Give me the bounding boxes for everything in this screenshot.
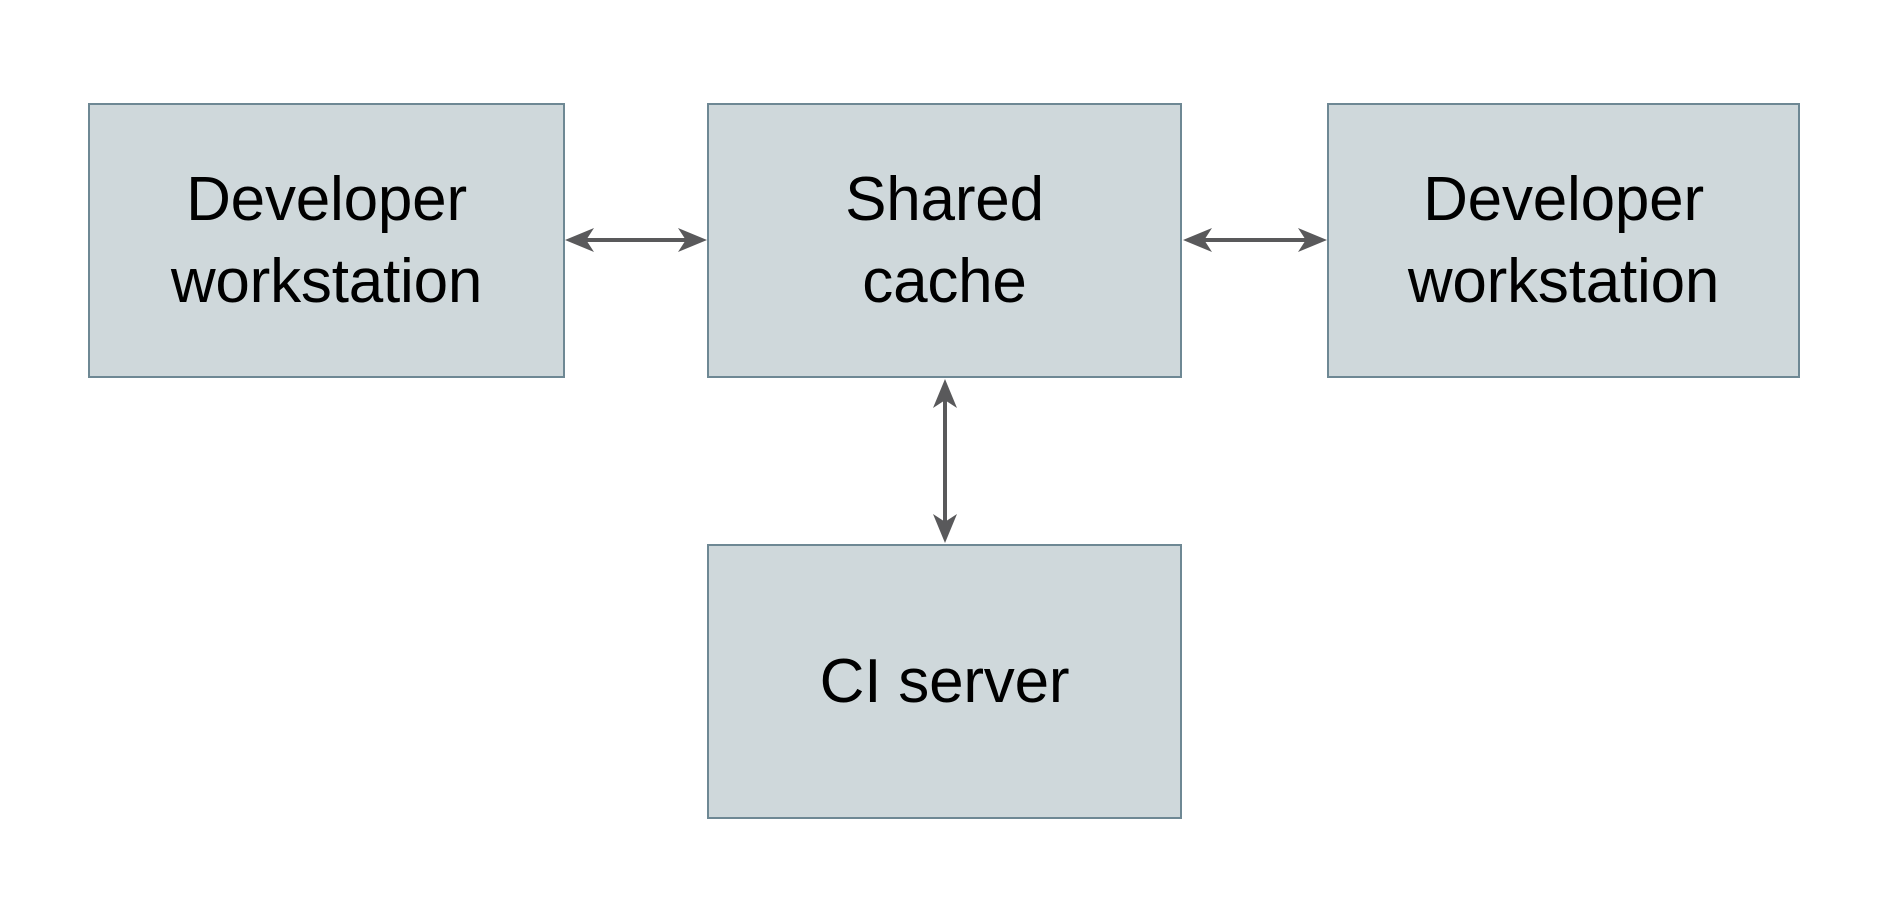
node-label: Developer workstation [170,164,483,316]
node-ci-server[interactable]: CI server [707,544,1182,819]
node-label: CI server [819,646,1070,716]
connector-shared-cache-to-right-workstation [1183,228,1327,252]
node-label: Developer workstation [1407,164,1720,316]
double-arrow-icon [565,228,707,252]
node-developer-workstation-right[interactable]: Developer workstation [1327,103,1800,378]
connector-shared-cache-to-ci-server [933,379,957,543]
node-shared-cache[interactable]: Shared cache [707,103,1182,378]
double-arrow-icon [1183,228,1327,252]
node-label: Shared cache [845,164,1044,316]
node-developer-workstation-left[interactable]: Developer workstation [88,103,565,378]
connector-left-workstation-to-shared-cache [565,228,707,252]
double-arrow-icon [933,379,957,543]
